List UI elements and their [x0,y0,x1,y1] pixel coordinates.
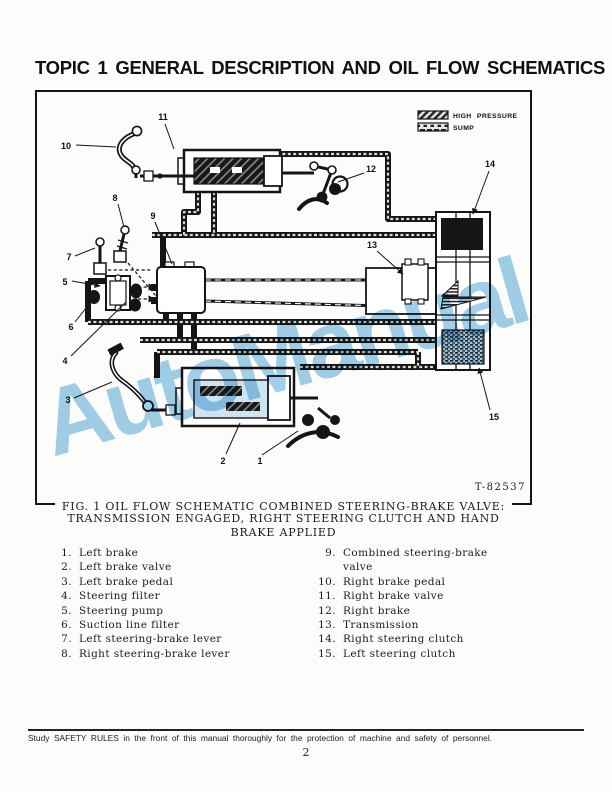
callout-leaders [70,123,491,456]
parts-list-left: 1.Left brake 2.Left brake valve 3.Left b… [48,546,298,661]
legend-label-sump: SUMP [453,125,474,132]
parts-list-item: 3.Left brake pedal [61,575,174,588]
clutch-housing [435,211,491,371]
parts-list-item: 10.Right brake pedal [318,575,446,588]
callout-8: 8 [112,193,117,203]
parts-list-item: 11.Right brake valve [318,590,444,603]
oil-pipes [85,151,436,378]
footer-safety-note: Study SAFETY RULES in the front of this … [28,733,493,743]
figure-caption-line2: TRANSMISSION ENGAGED, RIGHT STEERING CLU… [67,512,500,525]
suction-line-filter [88,290,100,304]
left-brake-linkage [286,406,340,448]
callout-11: 11 [158,112,168,122]
right-steering-clutch [441,218,483,250]
left-brake-valve [175,366,318,428]
parts-list-item: 7.Left steering-brake lever [61,633,222,646]
parts-list-item: 4.Steering filter [61,590,161,603]
parts-list-right: 9.Combined steering-brake valve 10.Right… [312,546,522,661]
callout-5: 5 [62,277,67,287]
figure-ref-code: T-82537 [474,482,526,493]
parts-list-item: 2.Left brake valve [61,561,172,574]
callout-2: 2 [220,456,225,466]
page-number: 2 [302,746,310,759]
steering-brake-levers [93,225,157,303]
legend-label-high-pressure: HIGH PRESSURE [453,113,518,120]
page-title: TOPIC 1 GENERAL DESCRIPTION AND OIL FLOW… [35,57,605,78]
oil-flow-schematic: HIGH PRESSURE SUMP 1 2 3 4 [61,110,518,466]
steering-filter [130,283,142,299]
callout-12: 12 [366,164,376,174]
parts-list-item: 14.Right steering clutch [318,633,464,646]
legend: HIGH PRESSURE SUMP [417,110,518,132]
hand-brake-lever [116,125,143,178]
callout-6: 6 [68,322,73,332]
footer-rule [28,729,584,731]
parts-list-item: 8.Right steering-brake lever [61,647,230,660]
right-brake-linkage [297,161,349,211]
legend-swatch-sump [417,122,449,132]
parts-list-item: 15.Left steering clutch [318,647,456,660]
callout-numbers: 1 2 3 4 5 6 7 8 9 10 11 12 13 14 15 [61,112,499,466]
left-brake-pedal [107,342,192,416]
callout-9: 9 [150,211,155,221]
combined-steering-brake-valve [151,261,206,314]
legend-swatch-high-pressure [417,110,449,120]
transmission [365,258,439,315]
callout-7: 7 [66,252,71,262]
parts-list-item: 9.Combined steering-brake valve [325,547,488,574]
parts-list-item: 5.Steering pump [61,604,164,617]
figure-caption-line3: BRAKE APPLIED [230,526,337,539]
figure-caption-line1: FIG. 1 OIL FLOW SCHEMATIC COMBINED STEER… [35,497,532,515]
callout-1: 1 [257,456,262,466]
parts-list-item: 6.Suction line filter [61,619,180,632]
parts-list-item: 1.Left brake [61,547,139,559]
callout-14: 14 [485,159,495,169]
right-brake-valve [140,148,314,194]
parts-list-item: 12.Right brake [318,604,411,617]
parts-list-item: 13.Transmission [318,619,419,632]
callout-4: 4 [62,356,67,366]
callout-15: 15 [489,412,499,422]
left-steering-clutch [441,329,485,365]
callout-13: 13 [367,240,377,250]
callout-3: 3 [65,395,70,405]
steering-pump-and-filters [88,274,142,312]
callout-10: 10 [61,141,71,151]
